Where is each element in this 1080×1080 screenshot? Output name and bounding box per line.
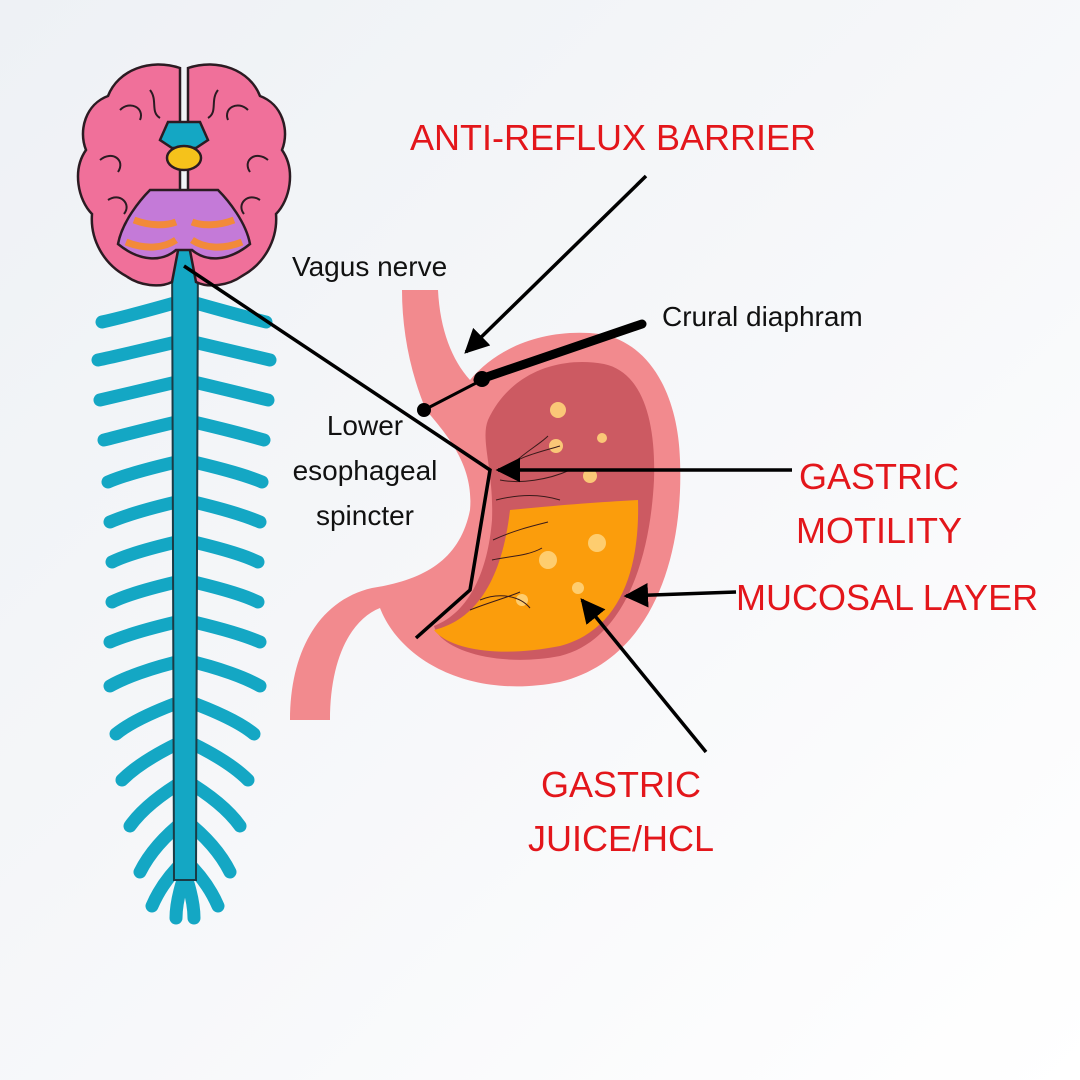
label-gastric-juice-hcl: GASTRIC JUICE/HCL <box>512 758 730 866</box>
arrow-anti-reflux-barrier <box>466 176 646 352</box>
label-crural-diaphram: Crural diaphram <box>662 300 863 334</box>
gastric-motility-line-2: MOTILITY <box>786 504 972 558</box>
gastric-juice-line-2: JUICE/HCL <box>512 812 730 866</box>
crural-pin-stomach <box>474 371 490 387</box>
les-line-1: Lower <box>282 404 448 449</box>
gastric-juice-line-1: GASTRIC <box>512 758 730 812</box>
spinal-cord-trunk <box>172 225 198 880</box>
label-lower-esophageal-spincter: Lower esophageal spincter <box>282 404 448 538</box>
label-anti-reflux-barrier: ANTI-REFLUX BARRIER <box>410 116 816 160</box>
label-vagus-nerve: Vagus nerve <box>292 250 447 284</box>
les-line-3: spincter <box>282 494 448 539</box>
brain-teal-core <box>160 122 208 148</box>
brain-yellow-nucleus <box>167 146 201 170</box>
label-mucosal-layer: MUCOSAL LAYER <box>736 576 1038 620</box>
gastric-motility-line-1: GASTRIC <box>786 450 972 504</box>
arrow-gastric-juice <box>582 600 706 752</box>
les-line-2: esophageal <box>282 449 448 494</box>
spinal-cord <box>98 225 270 918</box>
label-gastric-motility: GASTRIC MOTILITY <box>786 450 972 558</box>
